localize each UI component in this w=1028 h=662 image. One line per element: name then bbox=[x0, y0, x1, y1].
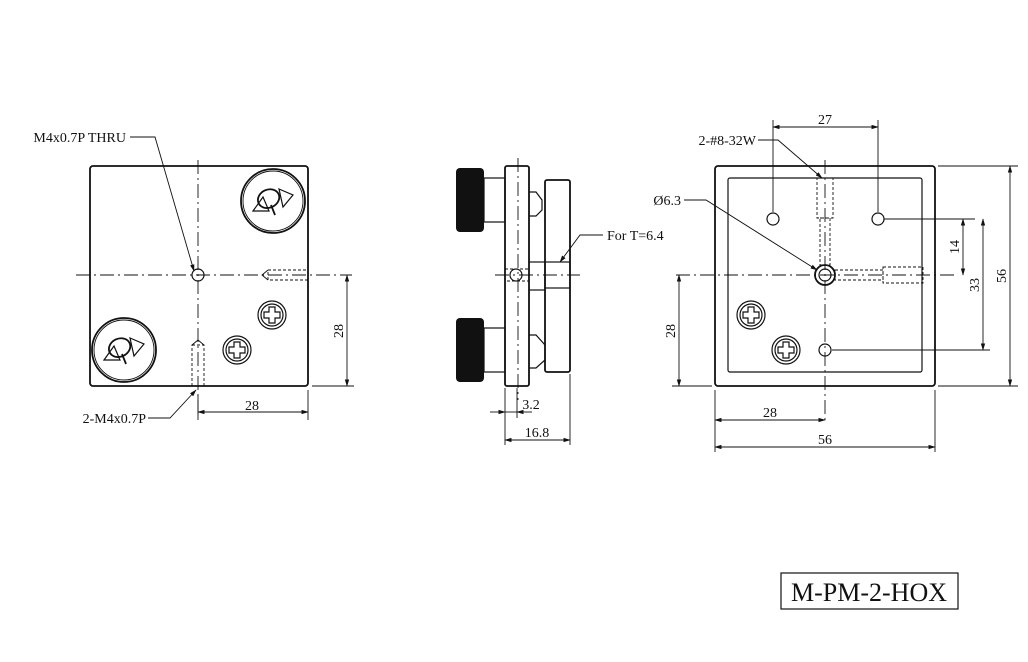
ball-tip-top bbox=[529, 191, 543, 217]
screw-callout-label: 2-#8-32W bbox=[698, 134, 756, 149]
side-rear-plate bbox=[544, 179, 571, 373]
side-plate bbox=[504, 165, 530, 387]
hex-socket-screw-icon bbox=[736, 300, 766, 330]
dim-back-bottom-28: 28 bbox=[763, 406, 777, 421]
thumb-knob-top bbox=[456, 168, 506, 232]
side-tapped-hole-back bbox=[882, 266, 924, 284]
ball-tip-bottom bbox=[529, 334, 546, 369]
thickness-callout-label: For T=6.4 bbox=[607, 229, 664, 244]
side-tapped-hole bbox=[261, 269, 309, 281]
diameter-callout-leader bbox=[684, 199, 818, 271]
dim-back-14: 14 bbox=[948, 240, 963, 254]
hex-socket-screw-icon bbox=[771, 335, 801, 365]
front-plate-outline bbox=[89, 165, 309, 387]
back-view: 27 2-#8-32W Ø6.3 14 33 56 28 28 56 bbox=[653, 113, 1018, 452]
dim-back-top: 27 bbox=[818, 113, 832, 128]
model-label: M-PM-2-HOX bbox=[791, 578, 947, 607]
thru-callout-leader bbox=[130, 136, 195, 272]
side-mount-screw bbox=[544, 261, 571, 289]
mount-hole bbox=[766, 212, 780, 226]
screw-callout-leader bbox=[758, 139, 823, 179]
top-tapped-hole bbox=[816, 177, 834, 219]
model-label-box: M-PM-2-HOX bbox=[780, 572, 959, 610]
tapped-callout-leader bbox=[148, 389, 197, 419]
dim-side-total: 16.8 bbox=[525, 426, 550, 441]
knob-symbol-icon bbox=[240, 168, 306, 234]
bottom-tapped-hole bbox=[191, 339, 205, 387]
thru-callout-label: M4x0.7P THRU bbox=[33, 131, 126, 146]
thickness-callout-leader bbox=[559, 234, 603, 263]
diameter-callout-label: Ø6.3 bbox=[653, 194, 681, 209]
dim-side-small: 3.2 bbox=[522, 398, 540, 413]
dim-front-horizontal: 28 bbox=[245, 399, 259, 414]
side-view: For T=6.4 3.2 16.8 bbox=[456, 158, 664, 445]
hex-socket-screw-icon bbox=[222, 335, 252, 365]
knob-symbol-icon bbox=[91, 317, 157, 383]
dim-back-33: 33 bbox=[968, 278, 983, 292]
dim-back-bottom-56: 56 bbox=[818, 433, 832, 448]
mount-hole bbox=[871, 212, 885, 226]
side-hole-circle bbox=[509, 268, 523, 282]
mount-hole bbox=[818, 343, 832, 357]
tapped-callout-label: 2-M4x0.7P bbox=[83, 412, 147, 427]
thru-hole bbox=[191, 268, 205, 282]
thumb-knob-bottom bbox=[456, 318, 506, 382]
dim-back-56-vertical: 56 bbox=[995, 269, 1010, 283]
dim-front-vertical: 28 bbox=[332, 324, 347, 338]
dim-back-left: 28 bbox=[664, 324, 679, 338]
hex-socket-screw-icon bbox=[257, 300, 287, 330]
front-view: M4x0.7P THRU 2-M4x0.7P 28 28 bbox=[33, 131, 354, 427]
